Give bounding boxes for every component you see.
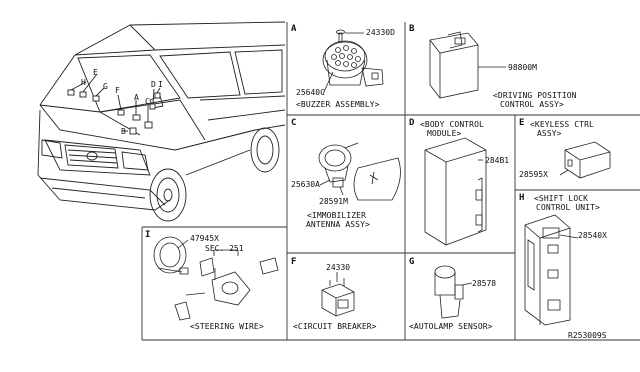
vehicle-illustration: [37, 21, 286, 222]
callout-i: I: [158, 80, 163, 89]
callout-c: C: [145, 97, 150, 106]
callout-h: H: [81, 78, 86, 87]
panel-borders: [141, 22, 640, 341]
body-control-module-drawing: [424, 137, 487, 246]
part-47945x: 47945X: [190, 234, 219, 243]
part-284b1: 284B1: [485, 156, 510, 165]
part-24330d: 24330D: [366, 28, 395, 37]
part-28578: 28578: [472, 279, 497, 288]
callout-f: F: [115, 86, 120, 95]
part-28595x: 28595X: [519, 170, 548, 179]
immobilizer-caption-2: ANTENNA ASSY>: [306, 220, 370, 229]
shift-lock-caption-2: CONTROL UNIT>: [536, 203, 600, 212]
section-c-letter: C: [291, 118, 297, 128]
part-25640c: 25640C: [296, 88, 325, 97]
callout-e: E: [93, 68, 98, 77]
section-d-letter: D: [409, 118, 415, 128]
part-28540x: 28540X: [578, 231, 607, 240]
keyless-caption-2: ASSY>: [537, 129, 562, 138]
callout-b: B: [121, 127, 126, 136]
callout-d: D: [151, 80, 156, 89]
section-i-letter: I: [145, 230, 151, 240]
section-b-letter: B: [409, 24, 415, 34]
immobilizer-caption-1: <IMMOBILIZER: [307, 211, 366, 220]
callout-g: G: [103, 82, 108, 91]
section-e-letter: E: [519, 118, 525, 128]
keyless-caption-1: <KEYLESS CTRL: [530, 120, 594, 129]
driving-position-caption-1: <DRIVING POSITION: [493, 91, 577, 100]
steering-wire-caption: <STEERING WIRE>: [190, 322, 264, 331]
steering-wire-drawing: [153, 236, 279, 321]
shift-lock-caption-1: <SHIFT LOCK: [534, 194, 589, 203]
circuit-breaker-caption: <CIRCUIT BREAKER>: [293, 322, 377, 331]
autolamp-sensor-drawing: [434, 265, 473, 319]
autolamp-caption: <AUTOLAMP SENSOR>: [409, 322, 493, 331]
section-h-letter: H: [519, 193, 525, 203]
part-25630a: 25630A: [291, 180, 320, 189]
body-control-caption-1: <BODY CONTROL: [420, 120, 484, 129]
shift-lock-control-drawing: [524, 214, 579, 326]
buzzer-assembly-drawing: [322, 29, 384, 95]
section-g-letter: G: [409, 257, 415, 267]
drawing-number: R253009S: [568, 331, 607, 340]
immobilizer-antenna-drawing: [318, 142, 401, 201]
part-24330: 24330: [326, 263, 351, 272]
body-control-caption-2: MODULE>: [427, 129, 462, 138]
driving-position-control-drawing: [429, 31, 506, 99]
driving-position-caption-2: CONTROL ASSY>: [500, 100, 564, 109]
buzzer-assembly-caption: <BUZZER ASSEMBLY>: [296, 100, 380, 109]
part-98800m: 98800M: [508, 63, 537, 72]
sec-251-reference: SEC. 251: [205, 244, 244, 253]
section-f-letter: F: [291, 257, 297, 267]
section-a-letter: A: [291, 24, 297, 34]
part-28591m: 28591M: [319, 197, 348, 206]
callout-a: A: [134, 93, 139, 102]
circuit-breaker-drawing: [321, 272, 355, 317]
keyless-control-drawing: [559, 141, 611, 179]
